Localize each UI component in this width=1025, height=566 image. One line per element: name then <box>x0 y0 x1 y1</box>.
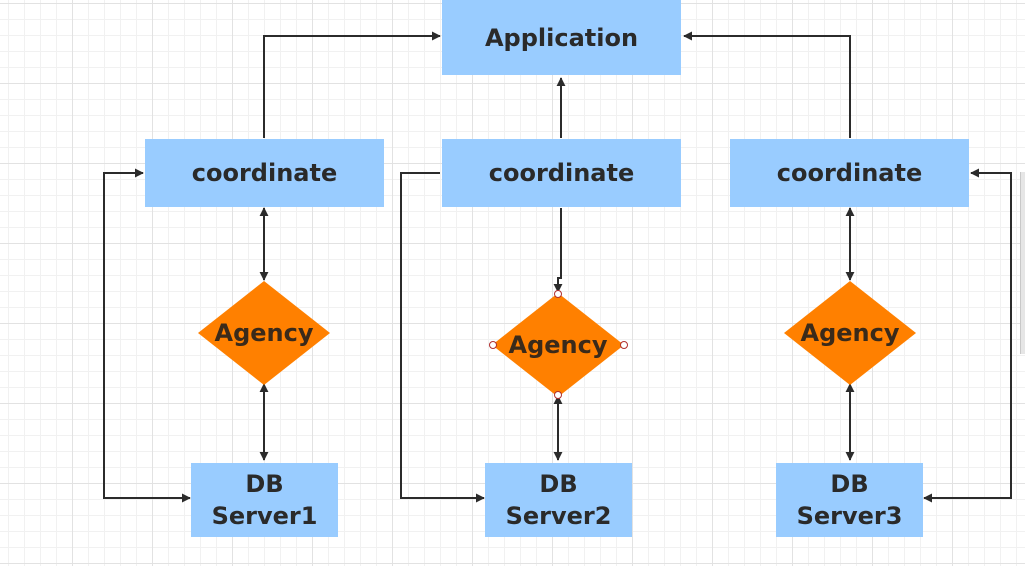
coordinate-node-3[interactable]: coordinate <box>730 139 969 207</box>
coordinate-label: coordinate <box>488 159 635 187</box>
selection-handle-bottom[interactable] <box>554 391 562 399</box>
db-server-label-line2: Server1 <box>211 502 318 530</box>
coordinate-node-2[interactable]: coordinate <box>442 139 681 207</box>
coordinate-node-1[interactable]: coordinate <box>145 139 384 207</box>
agency-label: Agency <box>214 319 314 347</box>
diamond-shape <box>198 281 330 385</box>
db-server-label-line1: DB <box>539 470 578 498</box>
edge-coordinate2-to-dbserver2-loop[interactable] <box>400 172 485 503</box>
edge-coordinate3-to-application[interactable] <box>683 31 851 138</box>
db-server-label-line2: Server2 <box>505 502 612 530</box>
selection-handle-left[interactable] <box>489 341 497 349</box>
edge-dbserver1-coordinate1-loop[interactable] <box>103 168 191 503</box>
agency-node-2[interactable]: Agency <box>492 293 624 397</box>
agency-node-1[interactable]: Agency <box>198 281 330 385</box>
db-server-node-2[interactable]: DB Server2 <box>485 463 632 537</box>
edge-coordinate2-to-agency2[interactable] <box>553 208 563 293</box>
db-server-label-line1: DB <box>245 470 284 498</box>
agency-label: Agency <box>508 331 608 359</box>
diamond-shape <box>784 281 916 385</box>
db-server-node-1[interactable]: DB Server1 <box>191 463 338 537</box>
application-label: Application <box>484 23 639 52</box>
edge-dbserver3-coordinate3-loop[interactable] <box>923 168 1012 503</box>
coordinate-label: coordinate <box>191 159 338 187</box>
db-server-label-line1: DB <box>830 470 869 498</box>
application-node[interactable]: Application <box>442 0 681 75</box>
diamond-shape <box>492 293 624 397</box>
db-server-label-line2: Server3 <box>796 502 903 530</box>
db-server-node-3[interactable]: DB Server3 <box>776 463 923 537</box>
agency-label: Agency <box>800 319 900 347</box>
agency-node-3[interactable]: Agency <box>784 281 916 385</box>
coordinate-label: coordinate <box>776 159 923 187</box>
selection-handle-right[interactable] <box>620 341 628 349</box>
selection-handle-top[interactable] <box>554 290 562 298</box>
edge-coordinate1-to-application[interactable] <box>263 31 441 138</box>
scrollbar[interactable] <box>1020 172 1025 354</box>
